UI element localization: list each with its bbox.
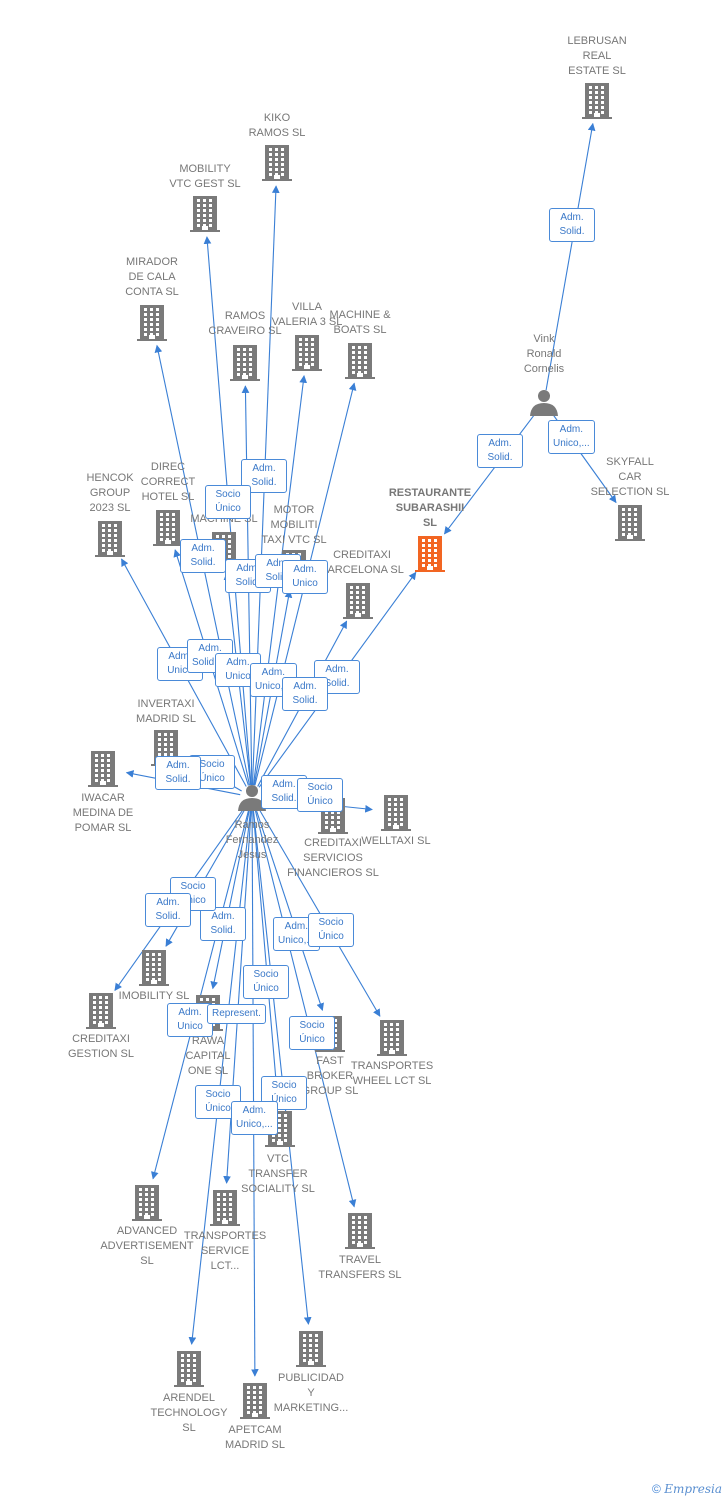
edge-ramos_fj-vtc_transfer — [252, 808, 282, 1105]
node-label-machine_boats[interactable]: MACHINE & BOATS SL — [329, 309, 391, 336]
building-icon-publicidad[interactable] — [296, 1331, 326, 1367]
edge-label-ramos_fj-publicidad[interactable]: Socio Único — [243, 965, 289, 999]
node-label-restaurante[interactable]: RESTAURANTE SUBARASHII SL — [388, 487, 472, 529]
person-icon-vink[interactable] — [530, 390, 558, 416]
building-icon-transportes_wheel[interactable] — [377, 1020, 407, 1056]
building-icon-mobility[interactable] — [190, 196, 220, 232]
building-icon-iwacar[interactable] — [88, 751, 118, 787]
edge-ramos_fj-apetcam — [250, 808, 259, 1377]
building-icon-machine_boats[interactable] — [345, 343, 375, 379]
edge-ramos_fj-arendel — [188, 808, 252, 1345]
building-icon-transportes_service[interactable] — [210, 1190, 240, 1226]
edge-label-ramos_fj-transportes_service[interactable]: Represent. — [207, 1004, 266, 1024]
edge-label-vink-lebrusan[interactable]: Adm. Solid. — [549, 208, 595, 242]
building-icon-imobility[interactable] — [139, 950, 169, 986]
node-label-creditaxi_bcn[interactable]: CREDITAXI BARCELONA SL — [320, 549, 404, 576]
edge-label-ramos_fj-mobility[interactable]: Socio Único — [205, 485, 251, 519]
building-icon-advanced[interactable] — [132, 1185, 162, 1221]
edge-label-vink-skyfall[interactable]: Adm. Unico,... — [548, 420, 595, 454]
edge-label-ramos_fj-welltaxi[interactable]: Socio Único — [297, 778, 343, 812]
building-icon-kiko[interactable] — [262, 145, 292, 181]
node-label-fast_broker[interactable]: FAST BROKER GROUP SL — [301, 1055, 359, 1097]
building-icon-lebrusan[interactable] — [582, 83, 612, 119]
edge-label-ramos_fj-imobility[interactable]: Adm. Solid. — [200, 907, 246, 941]
building-icon-ramos_craveiro[interactable] — [230, 345, 260, 381]
node-label-villa[interactable]: VILLA VALERIA 3 SL — [271, 301, 343, 328]
edge-label-ramos_fj-advanced[interactable]: Adm. Unico — [167, 1003, 213, 1037]
node-label-iwacar[interactable]: IWACAR MEDINA DE POMAR SL — [72, 792, 134, 834]
building-icon-mirador[interactable] — [137, 305, 167, 341]
edge-label-ramos_fj-transportes_wheel[interactable]: Socio Único — [308, 913, 354, 947]
edge-ramos_fj-transportes_service — [223, 808, 252, 1184]
building-icon-creditaxi_gestion[interactable] — [86, 993, 116, 1029]
building-icon-hencok[interactable] — [95, 521, 125, 557]
node-label-kiko[interactable]: KIKO RAMOS SL — [248, 112, 306, 139]
node-label-vtc_transfer[interactable]: VTC TRANSFER SOCIALITY SL — [241, 1153, 315, 1195]
node-label-welltaxi[interactable]: WELLTAXI SL — [361, 835, 431, 847]
edge-label-ramos_fj-vtc_transfer[interactable]: Socio Único — [289, 1016, 335, 1050]
edge-vink-lebrusan — [545, 122, 596, 391]
node-label-ramos_fj[interactable]: Ramos Fernandez Jesus — [225, 819, 279, 861]
edge-label-ramos_fj-creditaxi_bcn[interactable]: Adm. Solid. — [282, 677, 328, 711]
edge-ramos_fj-advanced — [151, 808, 250, 1180]
node-label-vink[interactable]: Vink Ronald Cornelis — [523, 333, 565, 375]
edge-ramos_fj-fast_broker — [255, 808, 324, 1011]
node-label-transportes_wheel[interactable]: TRANSPORTES WHEEL LCT SL — [350, 1060, 434, 1087]
node-label-publicidad[interactable]: PUBLICIDAD Y MARKETING... — [273, 1372, 349, 1414]
node-label-mobility[interactable]: MOBILITY VTC GEST SL — [169, 163, 241, 190]
node-label-arendel[interactable]: ARENDEL TECHNOLOGY SL — [150, 1392, 228, 1434]
node-label-imobility[interactable]: IMOBILITY SL — [118, 990, 190, 1002]
node-label-direc[interactable]: DIREC CORRECT HOTEL SL — [140, 461, 196, 503]
node-label-apetcam[interactable]: APETCAM MADRID SL — [225, 1424, 285, 1451]
edge-label-vink-restaurante[interactable]: Adm. Solid. — [477, 434, 523, 468]
edge-label-ramos_fj-travel[interactable]: Socio Único — [261, 1076, 307, 1110]
edge-ramos_fj-travel — [254, 808, 357, 1208]
edge-label-ramos_fj-rawa[interactable]: Adm. Solid. — [145, 893, 191, 927]
building-icon-restaurante[interactable] — [415, 536, 445, 572]
building-icon-skyfall[interactable] — [615, 505, 645, 541]
brand-logo[interactable]: Empresia — [664, 1482, 722, 1496]
building-icon-arendel[interactable] — [174, 1351, 204, 1387]
node-label-lebrusan[interactable]: LEBRUSAN REAL ESTATE SL — [567, 35, 627, 77]
edge-ramos_fj-transportes_wheel — [257, 807, 381, 1017]
node-label-mirador[interactable]: MIRADOR DE CALA CONTA SL — [125, 256, 179, 298]
node-label-creditaxi_sf[interactable]: CREDITAXI SERVICIOS FINANCIEROS SL — [287, 837, 379, 879]
person-icon-ramos_fj[interactable] — [238, 785, 266, 811]
edge-label-ramos_fj-apetcam[interactable]: Adm. Unico,... — [231, 1101, 278, 1135]
building-icon-travel[interactable] — [345, 1213, 375, 1249]
node-label-transportes_service[interactable]: TRANSPORTES SERVICE LCT... — [183, 1230, 267, 1272]
node-label-invertaxi[interactable]: INVERTAXI MADRID SL — [136, 698, 196, 725]
edge-vink-restaurante — [443, 411, 538, 535]
building-icon-villa[interactable] — [292, 335, 322, 371]
node-label-skyfall[interactable]: SKYFALL CAR SELECTION SL — [590, 456, 670, 498]
copyright: © Empresia — [652, 1482, 722, 1496]
edge-label-ramos_fj-iwacar[interactable]: Adm. Solid. — [155, 756, 201, 790]
building-icon-direc[interactable] — [153, 510, 183, 546]
node-label-motor[interactable]: MOTOR MOBILITI TAXI VTC SL — [261, 504, 327, 546]
node-label-advanced[interactable]: ADVANCED ADVERTISEMENT SL — [100, 1225, 194, 1267]
edge-label-ramos_fj-machine_boats[interactable]: Adm. Unico — [282, 560, 328, 594]
building-icon-apetcam[interactable] — [240, 1383, 270, 1419]
edge-label-ramos_fj-mirador[interactable]: Adm. Solid. — [180, 539, 226, 573]
edge-ramos_fj-publicidad — [252, 808, 312, 1325]
node-label-rawa[interactable]: RAWA CAPITAL ONE SL — [185, 1035, 231, 1077]
node-label-travel[interactable]: TRAVEL TRANSFERS SL — [318, 1254, 402, 1281]
building-icon-welltaxi[interactable] — [381, 795, 411, 831]
copyright-symbol: © — [652, 1482, 661, 1496]
node-label-ramos_craveiro[interactable]: RAMOS CRAVEIRO SL — [208, 310, 282, 337]
edge-ramos_fj-rawa — [210, 808, 251, 990]
node-label-hencok[interactable]: HENCOK GROUP 2023 SL — [86, 472, 134, 514]
building-icon-creditaxi_bcn[interactable] — [343, 583, 373, 619]
node-label-creditaxi_gestion[interactable]: CREDITAXI GESTION SL — [67, 1033, 135, 1060]
